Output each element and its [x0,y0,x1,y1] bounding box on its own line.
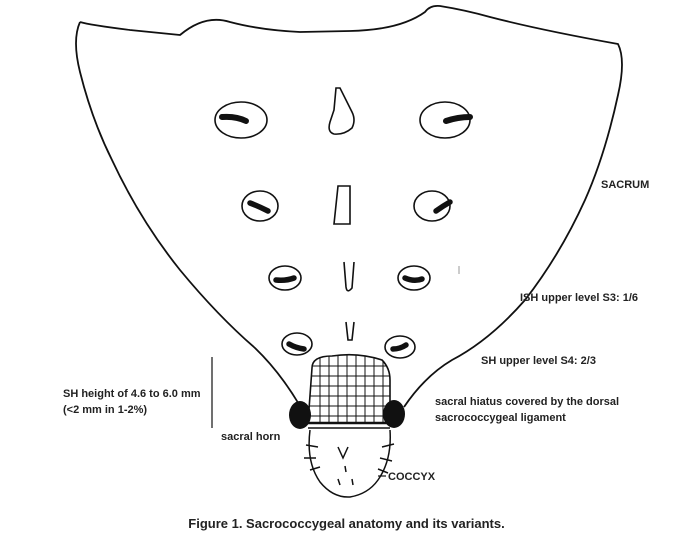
sacral-foramina [214,101,473,359]
sacral-hiatus [306,353,392,429]
sh-height-note: (<2 mm in 1-2%) [63,404,148,416]
median-sacral-crest [328,87,355,341]
ish-level-label: ISH upper level S3: 1/6 [520,292,638,304]
hiatus-label-2: sacrococcygeal ligament [435,412,566,424]
sacrum-outline [75,4,623,408]
sacral-horn-label: sacral horn [221,431,281,443]
sh-height-label: SH height of 4.6 to 6.0 mm [63,388,201,400]
coccyx [304,429,395,498]
sacrum-label: SACRUM [601,179,650,191]
figure-caption: Figure 1. Sacrococcygeal anatomy and its… [188,516,505,531]
sh-level-label: SH upper level S4: 2/3 [481,355,596,367]
coccyx-label: COCCYX [388,471,436,483]
hiatus-label: sacral hiatus covered by the dorsal [435,396,620,408]
sacral-horns [289,400,405,429]
